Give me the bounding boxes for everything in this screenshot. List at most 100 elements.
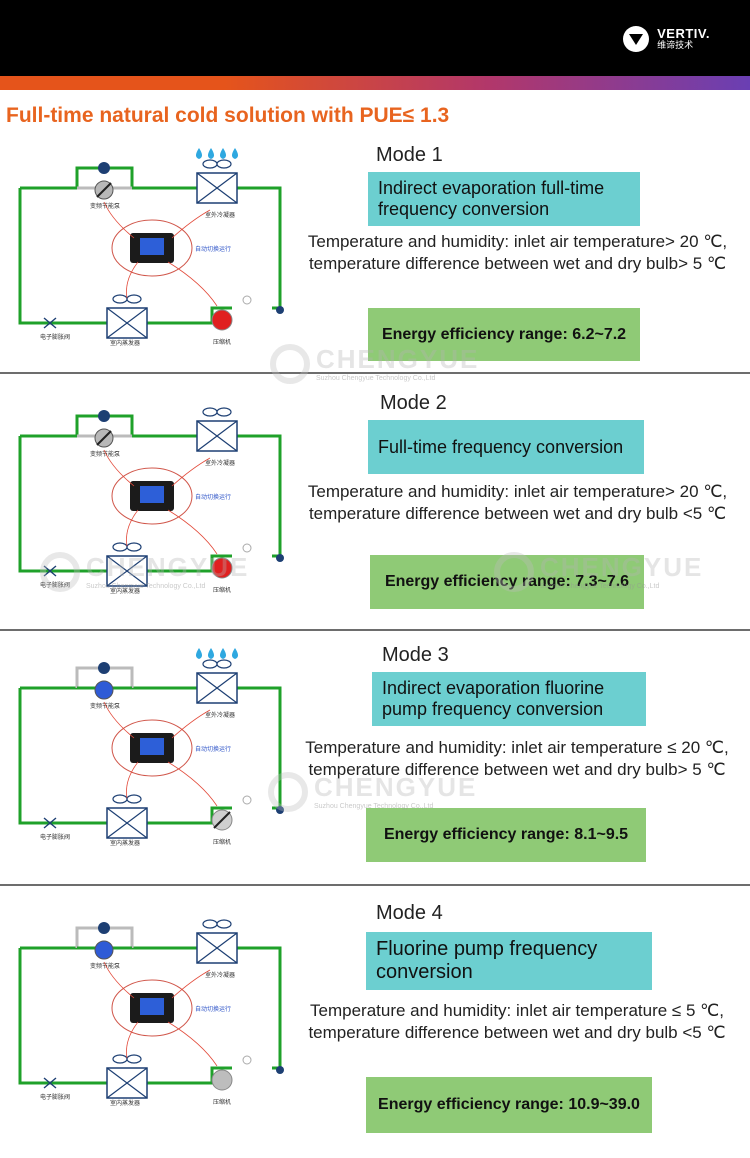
indoor-evaporator-icon-cross — [106, 307, 148, 339]
brand-name: VERTIV. — [657, 26, 710, 41]
watermark-ring-icon — [270, 344, 310, 384]
flow-marker-icon — [276, 554, 284, 562]
watermark: CHENGYUE — [316, 344, 480, 374]
section-divider — [0, 629, 750, 631]
condenser-fan-icon — [202, 407, 218, 417]
watermark-ring-icon — [40, 552, 80, 592]
watermark: CHENGYUE — [540, 552, 704, 582]
water-drop-icon — [232, 648, 238, 659]
outdoor-condenser-icon-cross — [196, 672, 238, 704]
control-arrows — [103, 201, 218, 307]
control-arrows — [103, 701, 218, 807]
water-drop-icon — [220, 148, 226, 159]
section-divider — [0, 372, 750, 374]
watermark-subtitle: Suzhou Chengyue Technology Co.,Ltd — [540, 583, 660, 590]
water-drop-icon — [208, 648, 214, 659]
evaporator-label: 室内蒸发器 — [110, 1099, 140, 1107]
disabled-slash-icon — [96, 182, 112, 198]
mode-3-condition: Temperature and humidity: inlet air temp… — [305, 738, 729, 779]
evaporator-fan-icon-blade — [126, 542, 142, 552]
mode-4-title: Mode 4 — [376, 902, 443, 924]
direction-arrow-icon — [242, 543, 252, 553]
mode-1-condition: Temperature and humidity: inlet air temp… — [307, 232, 728, 273]
mode-3-title: Mode 3 — [382, 644, 449, 666]
indoor-evaporator-icon-cross — [106, 807, 148, 839]
mode-section-3: 变频节能泵室外冷凝器自动切换运行室内蒸发器 电子膨胀阀压缩机 Mode 3 Ind… — [0, 640, 750, 880]
water-drop-icon — [196, 148, 202, 159]
compressor-label: 压缩机 — [213, 338, 231, 346]
condenser-fan-icon — [202, 659, 218, 669]
fluorine-pump-icon — [94, 680, 114, 700]
watermark-subtitle: Suzhou Chengyue Technology Co.,Ltd — [316, 375, 436, 382]
flow-marker-icon — [276, 1066, 284, 1074]
outdoor-condenser-icon-cross — [196, 932, 238, 964]
mode-4-name: Fluorine pump frequency conversion — [366, 932, 652, 990]
watermark-ring-icon — [268, 772, 308, 812]
evaporator-label: 室内蒸发器 — [110, 339, 140, 347]
indoor-evaporator-icon-cross — [106, 555, 148, 587]
controller-screen — [140, 238, 164, 255]
condenser-label: 室外冷凝器 — [205, 711, 235, 719]
pump-label: 变频节能泵 — [90, 450, 120, 458]
evaporator-fan-icon-blade — [126, 294, 142, 304]
compressor-icon — [211, 1069, 233, 1091]
check-valve-icon — [98, 662, 110, 674]
watermark: CHENGYUE — [86, 552, 250, 582]
mode-1-title: Mode 1 — [376, 144, 443, 166]
evaporator-fan-icon — [112, 794, 128, 804]
water-drop-icon — [208, 148, 214, 159]
compressor-icon — [211, 309, 233, 331]
expansion-label: 电子膨胀阀 — [40, 333, 70, 341]
compressor-label: 压缩机 — [213, 586, 231, 594]
mode-1-name: Indirect evaporation full-time frequency… — [368, 172, 640, 226]
refrigerant-pipe — [18, 686, 282, 825]
control-arrows — [103, 961, 218, 1067]
check-valve-icon — [98, 922, 110, 934]
watermark: CHENGYUE — [314, 772, 478, 802]
water-drop-icon — [196, 648, 202, 659]
evaporator-fan-icon — [112, 542, 128, 552]
pump-label: 变频节能泵 — [90, 702, 120, 710]
vertiv-logo-icon — [623, 26, 650, 52]
expansion-valve-icon — [43, 1077, 57, 1089]
watermark-ring-icon — [494, 552, 534, 592]
watermark-subtitle: Suzhou Chengyue Technology Co.,Ltd — [86, 583, 206, 590]
controller-label: 自动切换运行 — [195, 493, 231, 501]
pump-label: 变频节能泵 — [90, 962, 120, 970]
condenser-fan-icon-blade — [216, 919, 232, 929]
evaporator-label: 室内蒸发器 — [110, 839, 140, 847]
controller-screen — [140, 486, 164, 503]
indoor-evaporator-icon-cross — [106, 1067, 148, 1099]
condenser-label: 室外冷凝器 — [205, 459, 235, 467]
mode-3-name: Indirect evaporation fluorine pump frequ… — [372, 672, 646, 726]
expansion-label: 电子膨胀阀 — [40, 1093, 70, 1101]
mode-section-4: 变频节能泵室外冷凝器自动切换运行室内蒸发器电子膨胀阀压缩机 Mode 4 Flu… — [0, 900, 750, 1140]
mode-3-efficiency: Energy efficiency range: 8.1~9.5 — [366, 808, 646, 862]
water-drop-icon — [232, 148, 238, 159]
header-bar: VERTIV. 维谛技术 — [0, 0, 750, 76]
direction-arrow-icon — [242, 295, 252, 305]
compressor-label: 压缩机 — [213, 838, 231, 846]
disabled-slash-icon — [213, 811, 231, 829]
expansion-valve-icon — [43, 817, 57, 829]
direction-arrow-icon — [242, 795, 252, 805]
page-title: Full-time natural cold solution with PUE… — [6, 104, 450, 127]
flow-marker-icon — [276, 306, 284, 314]
evaporator-fan-icon-blade — [126, 794, 142, 804]
evaporator-fan-icon-blade — [126, 1054, 142, 1064]
header-gradient-strip — [0, 76, 750, 90]
refrigerant-pipe — [18, 946, 282, 1085]
condenser-label: 室外冷凝器 — [205, 211, 235, 219]
mode-2-name: Full-time frequency conversion — [368, 420, 644, 474]
evaporator-fan-icon — [112, 294, 128, 304]
outdoor-condenser-icon-cross — [196, 172, 238, 204]
expansion-label: 电子膨胀阀 — [40, 833, 70, 841]
mode-4-condition: Temperature and humidity: inlet air temp… — [308, 1001, 726, 1042]
water-drop-icon — [220, 648, 226, 659]
controller-label: 自动切换运行 — [195, 745, 231, 753]
compressor-icon — [211, 557, 233, 579]
